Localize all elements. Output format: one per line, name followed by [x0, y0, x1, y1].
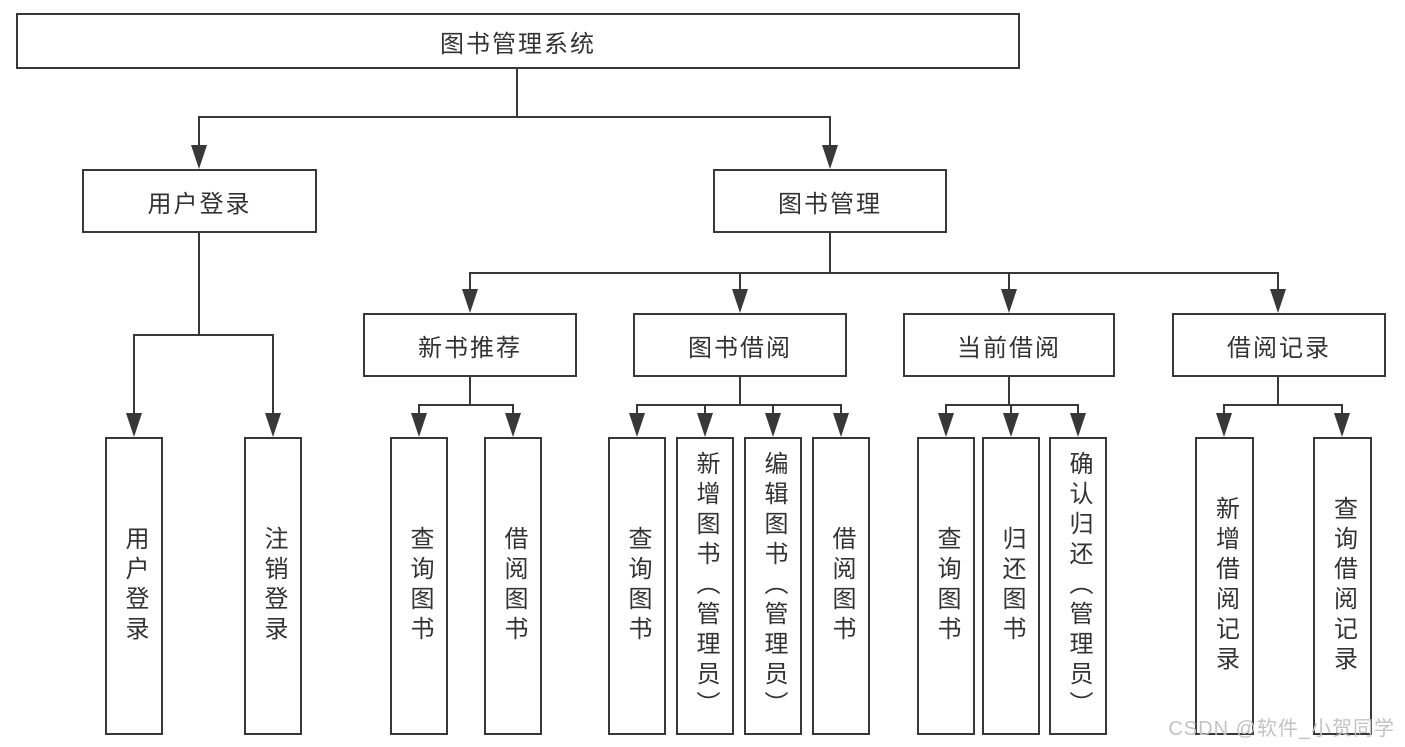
arrow-down-icon — [126, 413, 142, 437]
arrow-down-icon — [1216, 413, 1232, 437]
leaf-borrow-query: 查询图书 — [608, 437, 666, 735]
node-user-login: 用户登录 — [82, 169, 317, 233]
leaf-records-query: 查询借阅记录 — [1313, 437, 1372, 735]
connector-drop — [1077, 404, 1079, 415]
leaf-borrow-add-label: 新增图书（管理员） — [692, 451, 719, 721]
connector-book-stem — [829, 233, 831, 274]
leaf-records-add: 新增借阅记录 — [1195, 437, 1254, 735]
arrow-down-icon — [1270, 289, 1286, 313]
connector-newbook-rail — [418, 404, 514, 406]
watermark: CSDN @软件_小贺同学 — [1168, 718, 1395, 740]
connector-borrow-rail — [636, 404, 842, 406]
leaf-current-return: 归还图书 — [982, 437, 1040, 735]
leaf-logout-label: 注销登录 — [260, 526, 287, 646]
node-book-management-label: 图书管理 — [778, 190, 882, 218]
connector-drop — [829, 116, 831, 147]
leaf-newbook-borrow-label: 借阅图书 — [500, 526, 527, 646]
arrow-down-icon — [191, 145, 207, 169]
leaf-current-query: 查询图书 — [917, 437, 975, 735]
connector-drop — [840, 404, 842, 415]
leaf-current-return-label: 归还图书 — [998, 526, 1025, 646]
node-new-book-recommend: 新书推荐 — [363, 313, 577, 377]
node-new-book-recommend-label: 新书推荐 — [418, 334, 522, 362]
node-user-login-label: 用户登录 — [147, 190, 252, 218]
connector-newbook-stem — [469, 377, 471, 406]
arrow-down-icon — [765, 413, 781, 437]
node-current-borrow-label: 当前借阅 — [957, 334, 1061, 362]
connector-drop — [1008, 272, 1010, 291]
leaf-user-login: 用户登录 — [105, 437, 163, 735]
node-root-label: 图书管理系统 — [440, 30, 596, 58]
leaf-records-add-label: 新增借阅记录 — [1211, 496, 1239, 676]
arrow-down-icon — [265, 413, 281, 437]
node-borrow-records: 借阅记录 — [1172, 313, 1386, 377]
arrow-down-icon — [629, 413, 645, 437]
arrow-down-icon — [1334, 413, 1350, 437]
connector-borrow-stem — [739, 377, 741, 406]
connector-book-rail — [469, 272, 1279, 274]
leaf-current-confirm-label: 确认归还（管理员） — [1065, 451, 1092, 721]
leaf-borrow-borrow-label: 借阅图书 — [828, 526, 855, 646]
leaf-records-query-label: 查询借阅记录 — [1329, 496, 1357, 676]
connector-current-stem — [1008, 377, 1010, 406]
node-book-management: 图书管理 — [713, 169, 947, 233]
connector-drop — [945, 404, 947, 415]
connector-drop — [133, 334, 135, 415]
arrow-down-icon — [833, 413, 849, 437]
leaf-newbook-borrow: 借阅图书 — [484, 437, 542, 735]
arrow-down-icon — [1070, 413, 1086, 437]
connector-user-rail — [133, 334, 274, 336]
connector-drop — [1341, 404, 1343, 415]
connector-drop — [1010, 404, 1012, 415]
arrow-down-icon — [1001, 289, 1017, 313]
connector-user-stem — [198, 233, 200, 336]
connector-current-rail — [945, 404, 1079, 406]
node-book-borrow-label: 图书借阅 — [688, 334, 792, 362]
leaf-current-query-label: 查询图书 — [933, 526, 960, 646]
arrow-down-icon — [505, 413, 521, 437]
arrow-down-icon — [462, 289, 478, 313]
node-borrow-records-label: 借阅记录 — [1227, 334, 1331, 362]
connector-drop — [1223, 404, 1225, 415]
leaf-borrow-borrow: 借阅图书 — [812, 437, 870, 735]
connector-drop — [272, 334, 274, 415]
leaf-user-login-label: 用户登录 — [121, 526, 148, 646]
leaf-borrow-edit: 编辑图书（管理员） — [744, 437, 802, 735]
arrow-down-icon — [411, 413, 427, 437]
connector-records-stem — [1277, 377, 1279, 406]
arrow-down-icon — [1003, 413, 1019, 437]
connector-drop — [198, 116, 200, 147]
node-book-borrow: 图书借阅 — [633, 313, 847, 377]
arrow-down-icon — [938, 413, 954, 437]
connector-drop — [512, 404, 514, 415]
connector-root-rail — [198, 116, 831, 118]
arrow-down-icon — [732, 289, 748, 313]
connector-root-stem — [516, 69, 518, 118]
connector-records-rail — [1223, 404, 1343, 406]
node-root: 图书管理系统 — [16, 13, 1020, 69]
connector-drop — [739, 272, 741, 291]
arrow-down-icon — [822, 145, 838, 169]
connector-drop — [418, 404, 420, 415]
connector-drop — [636, 404, 638, 415]
node-current-borrow: 当前借阅 — [903, 313, 1115, 377]
arrow-down-icon — [697, 413, 713, 437]
leaf-logout: 注销登录 — [244, 437, 302, 735]
leaf-borrow-edit-label: 编辑图书（管理员） — [760, 451, 787, 721]
leaf-borrow-query-label: 查询图书 — [624, 526, 651, 646]
leaf-current-confirm: 确认归还（管理员） — [1049, 437, 1107, 735]
connector-drop — [704, 404, 706, 415]
leaf-newbook-query: 查询图书 — [390, 437, 448, 735]
connector-drop — [772, 404, 774, 415]
connector-drop — [1277, 272, 1279, 291]
leaf-borrow-add: 新增图书（管理员） — [676, 437, 734, 735]
connector-drop — [469, 272, 471, 291]
leaf-newbook-query-label: 查询图书 — [406, 526, 433, 646]
